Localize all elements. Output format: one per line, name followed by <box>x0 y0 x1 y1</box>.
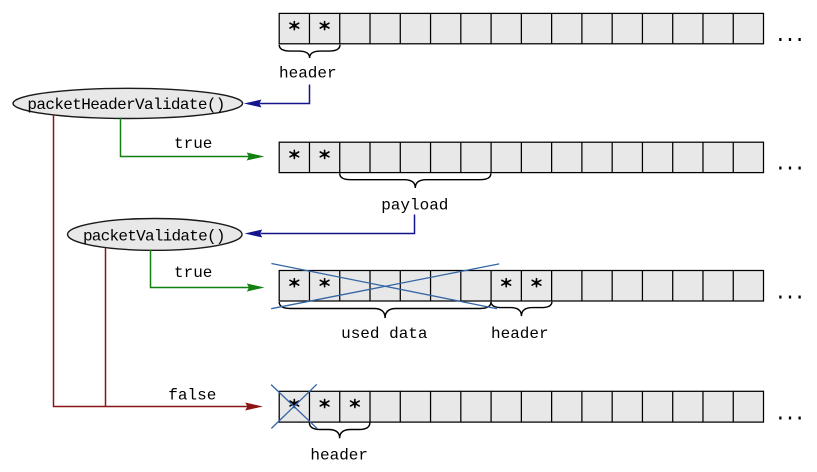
svg-text:false: false <box>168 386 216 404</box>
svg-text:header: header <box>279 65 337 83</box>
svg-text:...: ... <box>774 282 803 305</box>
svg-text:true: true <box>174 135 212 153</box>
svg-text:used data: used data <box>341 325 428 343</box>
svg-text:true: true <box>174 264 212 282</box>
svg-text:...: ... <box>774 154 803 177</box>
svg-text:packetValidate(): packetValidate() <box>83 227 226 245</box>
svg-text:header: header <box>491 325 549 343</box>
svg-text:header: header <box>310 447 368 465</box>
svg-text:...: ... <box>774 404 803 427</box>
svg-text:payload: payload <box>381 196 448 214</box>
svg-text:...: ... <box>774 25 803 48</box>
svg-text:packetHeaderValidate(): packetHeaderValidate() <box>27 96 225 114</box>
